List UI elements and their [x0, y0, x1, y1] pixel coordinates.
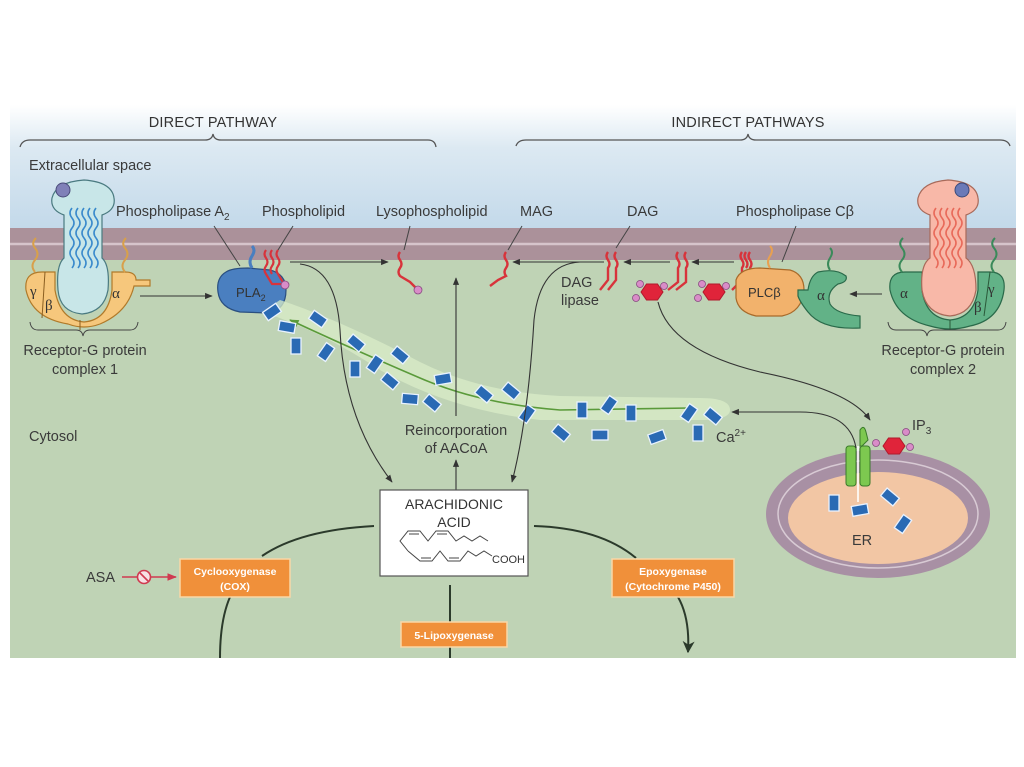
arachidonic-acid-structure [399, 530, 493, 562]
mag-label: MAG [520, 204, 553, 220]
path-cox-down [219, 596, 231, 659]
receptor-1 [51, 179, 115, 315]
alpha-subunit-2: α [900, 286, 908, 302]
calcium-ion [692, 424, 704, 442]
calcium-flow-arrow [289, 319, 691, 411]
extracellular-region [10, 105, 1016, 228]
lysophospholipid-leader [403, 225, 411, 251]
phospholipid-molecule [263, 249, 285, 286]
phospholipase-a2-label: Phospholipase A2 [116, 204, 230, 223]
lysophospholipid-molecule [397, 251, 417, 289]
lox-label: 5-Lipoxygenase [414, 630, 494, 642]
calcium-ion [400, 392, 420, 406]
complex-1-label-line2: complex 1 [52, 362, 118, 378]
complex-2-brace [887, 321, 1007, 337]
phospholipase-c-beta-label: Phospholipase Cβ [736, 204, 854, 220]
dag-molecule [599, 251, 619, 291]
calcium-ion [828, 494, 840, 512]
cox-label-2: (COX) [220, 581, 250, 593]
dag-leader [615, 225, 631, 249]
calcium-ion [591, 429, 609, 441]
calcium-ion [349, 360, 361, 378]
complex-1-brace [29, 321, 139, 337]
direct-pathway-brace [19, 133, 437, 148]
pla2-label: PLA2 [236, 285, 266, 303]
pla2-leader [213, 225, 241, 267]
plc-beta-enzyme: PLCβ [735, 245, 805, 317]
asa-label: ASA [86, 570, 115, 586]
calcium-ion [290, 337, 302, 355]
beta-subunit-2: β [974, 300, 982, 316]
cytosol-label: Cytosol [29, 429, 77, 445]
complex-2-label-line2: complex 2 [910, 362, 976, 378]
free-alpha-subunit-2: α [797, 247, 861, 329]
ip3-label: IP3 [912, 418, 932, 437]
pip-molecule-2 [694, 251, 753, 302]
alpha-subunit-1: α [112, 286, 120, 302]
epox-label-2: (Cytochrome P450) [625, 581, 721, 593]
complex-2-label-line1: Receptor-G protein [881, 343, 1004, 359]
lipoxygenase-box: 5-Lipoxygenase [400, 621, 508, 648]
phosphate-head [280, 280, 290, 290]
cyclooxygenase-box: Cyclooxygenase (COX) [179, 558, 291, 598]
phospholipid-label: Phospholipid [262, 204, 345, 220]
epoxygenase-box: Epoxygenase (Cytochrome P450) [611, 558, 735, 598]
arrow-ip3-to-er [657, 301, 871, 421]
calcium-ion [277, 320, 297, 334]
er-label: ER [852, 533, 872, 549]
extracellular-space-label: Extracellular space [29, 158, 152, 174]
arrow-phospholipid-to-aa [299, 263, 393, 483]
cox-label-1: Cyclooxygenase [194, 566, 277, 578]
arrow-dag-to-aa [510, 261, 581, 483]
g-protein-1 [25, 271, 151, 328]
reincorporation-label-1: Reincorporation [405, 423, 507, 439]
beta-subunit-1: β [45, 298, 53, 314]
calcium-ion [433, 372, 453, 386]
indirect-pathways-header: INDIRECT PATHWAYS [671, 115, 824, 131]
epox-label-1: Epoxygenase [639, 566, 707, 578]
inhibition-icon [136, 569, 152, 585]
pip-molecule-1 [632, 251, 689, 302]
ligand-1 [55, 182, 71, 198]
receptor-g-protein-complex-1: γ β α Receptor-G protein complex 1 [23, 179, 151, 378]
cooh-group: COOH [492, 554, 525, 566]
receptor-g-protein-complex-2: α β γ Receptor-G protein complex 2 [881, 179, 1007, 378]
lysophospholipid-label: Lysophospholipid [376, 204, 488, 220]
calcium-label: Ca2+ [716, 428, 746, 446]
ip3-molecule [872, 428, 914, 455]
phospholipid-leader [277, 225, 294, 251]
complex-1-label-line1: Receptor-G protein [23, 343, 146, 359]
arachidonic-acid-title-1: ARACHIDONIC [405, 496, 503, 512]
indirect-pathways-brace [515, 133, 1011, 147]
ligand-2 [954, 182, 970, 198]
free-alpha-label: α [817, 288, 825, 304]
arrow-er-to-calcium [731, 408, 857, 449]
calcium-ion [576, 401, 588, 419]
endoplasmic-reticulum: ER [766, 450, 990, 578]
path-epox-down [677, 596, 695, 654]
ip3-receptor-channel [845, 426, 871, 502]
direct-pathway-header: DIRECT PATHWAY [149, 115, 278, 131]
mag-molecule [489, 251, 509, 287]
mag-leader [507, 225, 523, 251]
gamma-subunit-2: γ [987, 282, 995, 298]
reincorporation-label-2: of AACoA [425, 441, 488, 457]
plcb-leader [781, 225, 797, 263]
plcb-label: PLCβ [748, 285, 781, 300]
gamma-subunit-1: γ [29, 284, 37, 300]
dag-lipase-label-1: DAG [561, 275, 592, 291]
arachidonic-acid-title-2: ACID [437, 514, 470, 530]
dag-label: DAG [627, 204, 658, 220]
dag-lipase-label-2: lipase [561, 293, 599, 309]
path-aa-to-cox [261, 525, 375, 557]
lyso-head [413, 285, 423, 295]
calcium-ion [625, 404, 637, 422]
arachidonic-acid-box: ARACHIDONIC ACID COOH [379, 489, 529, 577]
calcium-ion [850, 503, 870, 517]
path-aa-to-epox [533, 525, 637, 559]
